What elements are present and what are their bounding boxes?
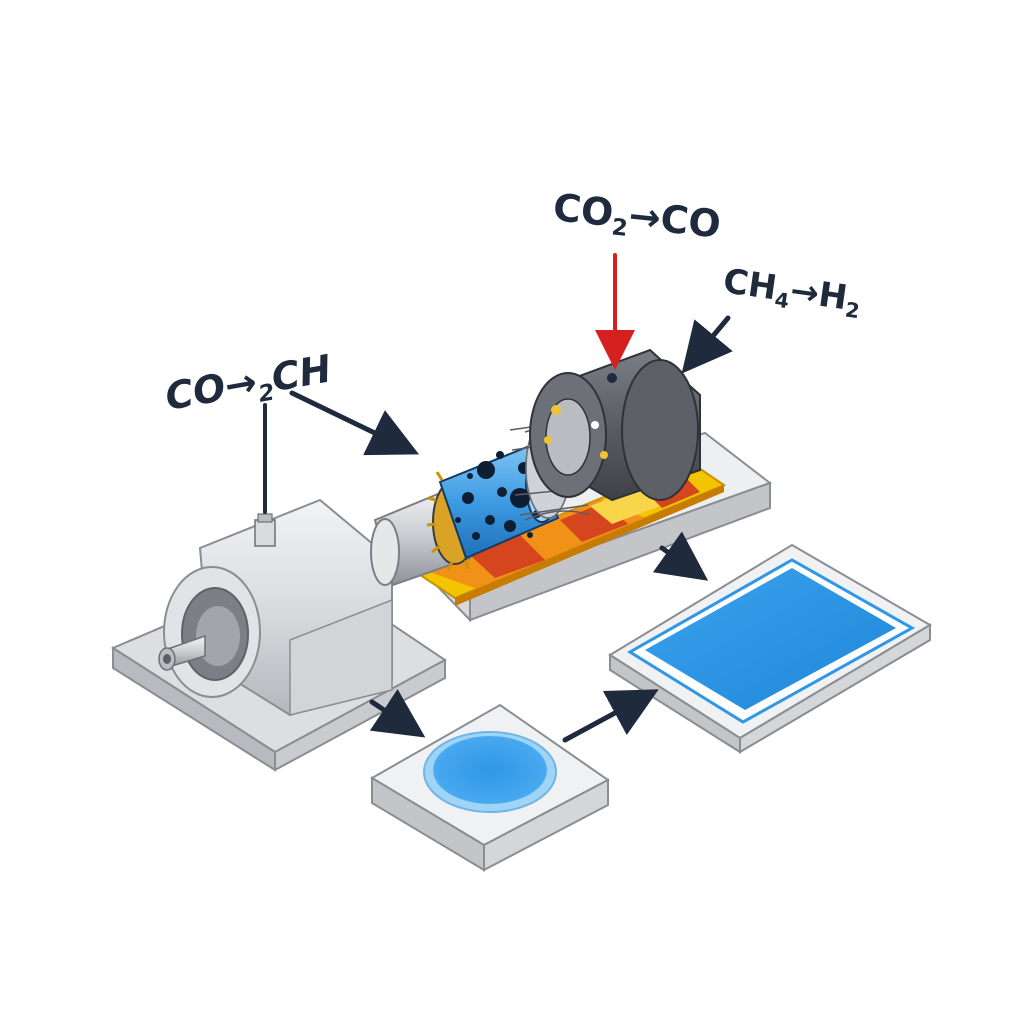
left-label-arrow — [289, 390, 420, 456]
label-right-main2: H — [816, 275, 850, 319]
label-top-sub: 2 — [610, 214, 629, 242]
label-right: CH4→H2 — [720, 261, 863, 323]
label-top-main2: CO — [658, 196, 722, 246]
label-left: CO→2CH — [162, 346, 336, 423]
svg-text:CO2→CO: CO2→CO — [551, 185, 723, 251]
tray-to-dish-arrow — [562, 689, 659, 743]
right-label-arrow — [681, 315, 733, 374]
label-right-sub1: 4 — [773, 288, 790, 314]
output-dish-icon — [608, 543, 932, 754]
svg-text:CO→2CH: CO→2CH — [162, 346, 336, 423]
collector-tray-icon — [370, 703, 610, 872]
label-left-sub: 2 — [257, 379, 277, 407]
heater-to-dish-arrow — [652, 531, 709, 581]
label-left-main: CO→ — [162, 360, 260, 419]
svg-text:CH4→H2: CH4→H2 — [720, 261, 863, 323]
label-top: CO2→CO — [551, 185, 723, 251]
label-top-arrow: → — [627, 193, 663, 240]
flow-arrows — [263, 253, 733, 743]
label-right-main1: CH — [721, 261, 779, 308]
base-to-tray-arrow — [369, 689, 426, 738]
label-top-main1: CO — [551, 185, 615, 235]
label-left-tail: CH — [268, 346, 334, 400]
reactor-head-icon — [529, 348, 701, 502]
label-right-arrow: → — [788, 271, 822, 315]
label-right-sub2: 2 — [844, 297, 861, 323]
catalyst-pores — [455, 451, 541, 540]
catalyst-ring — [426, 471, 470, 571]
motor-icon — [158, 498, 393, 717]
